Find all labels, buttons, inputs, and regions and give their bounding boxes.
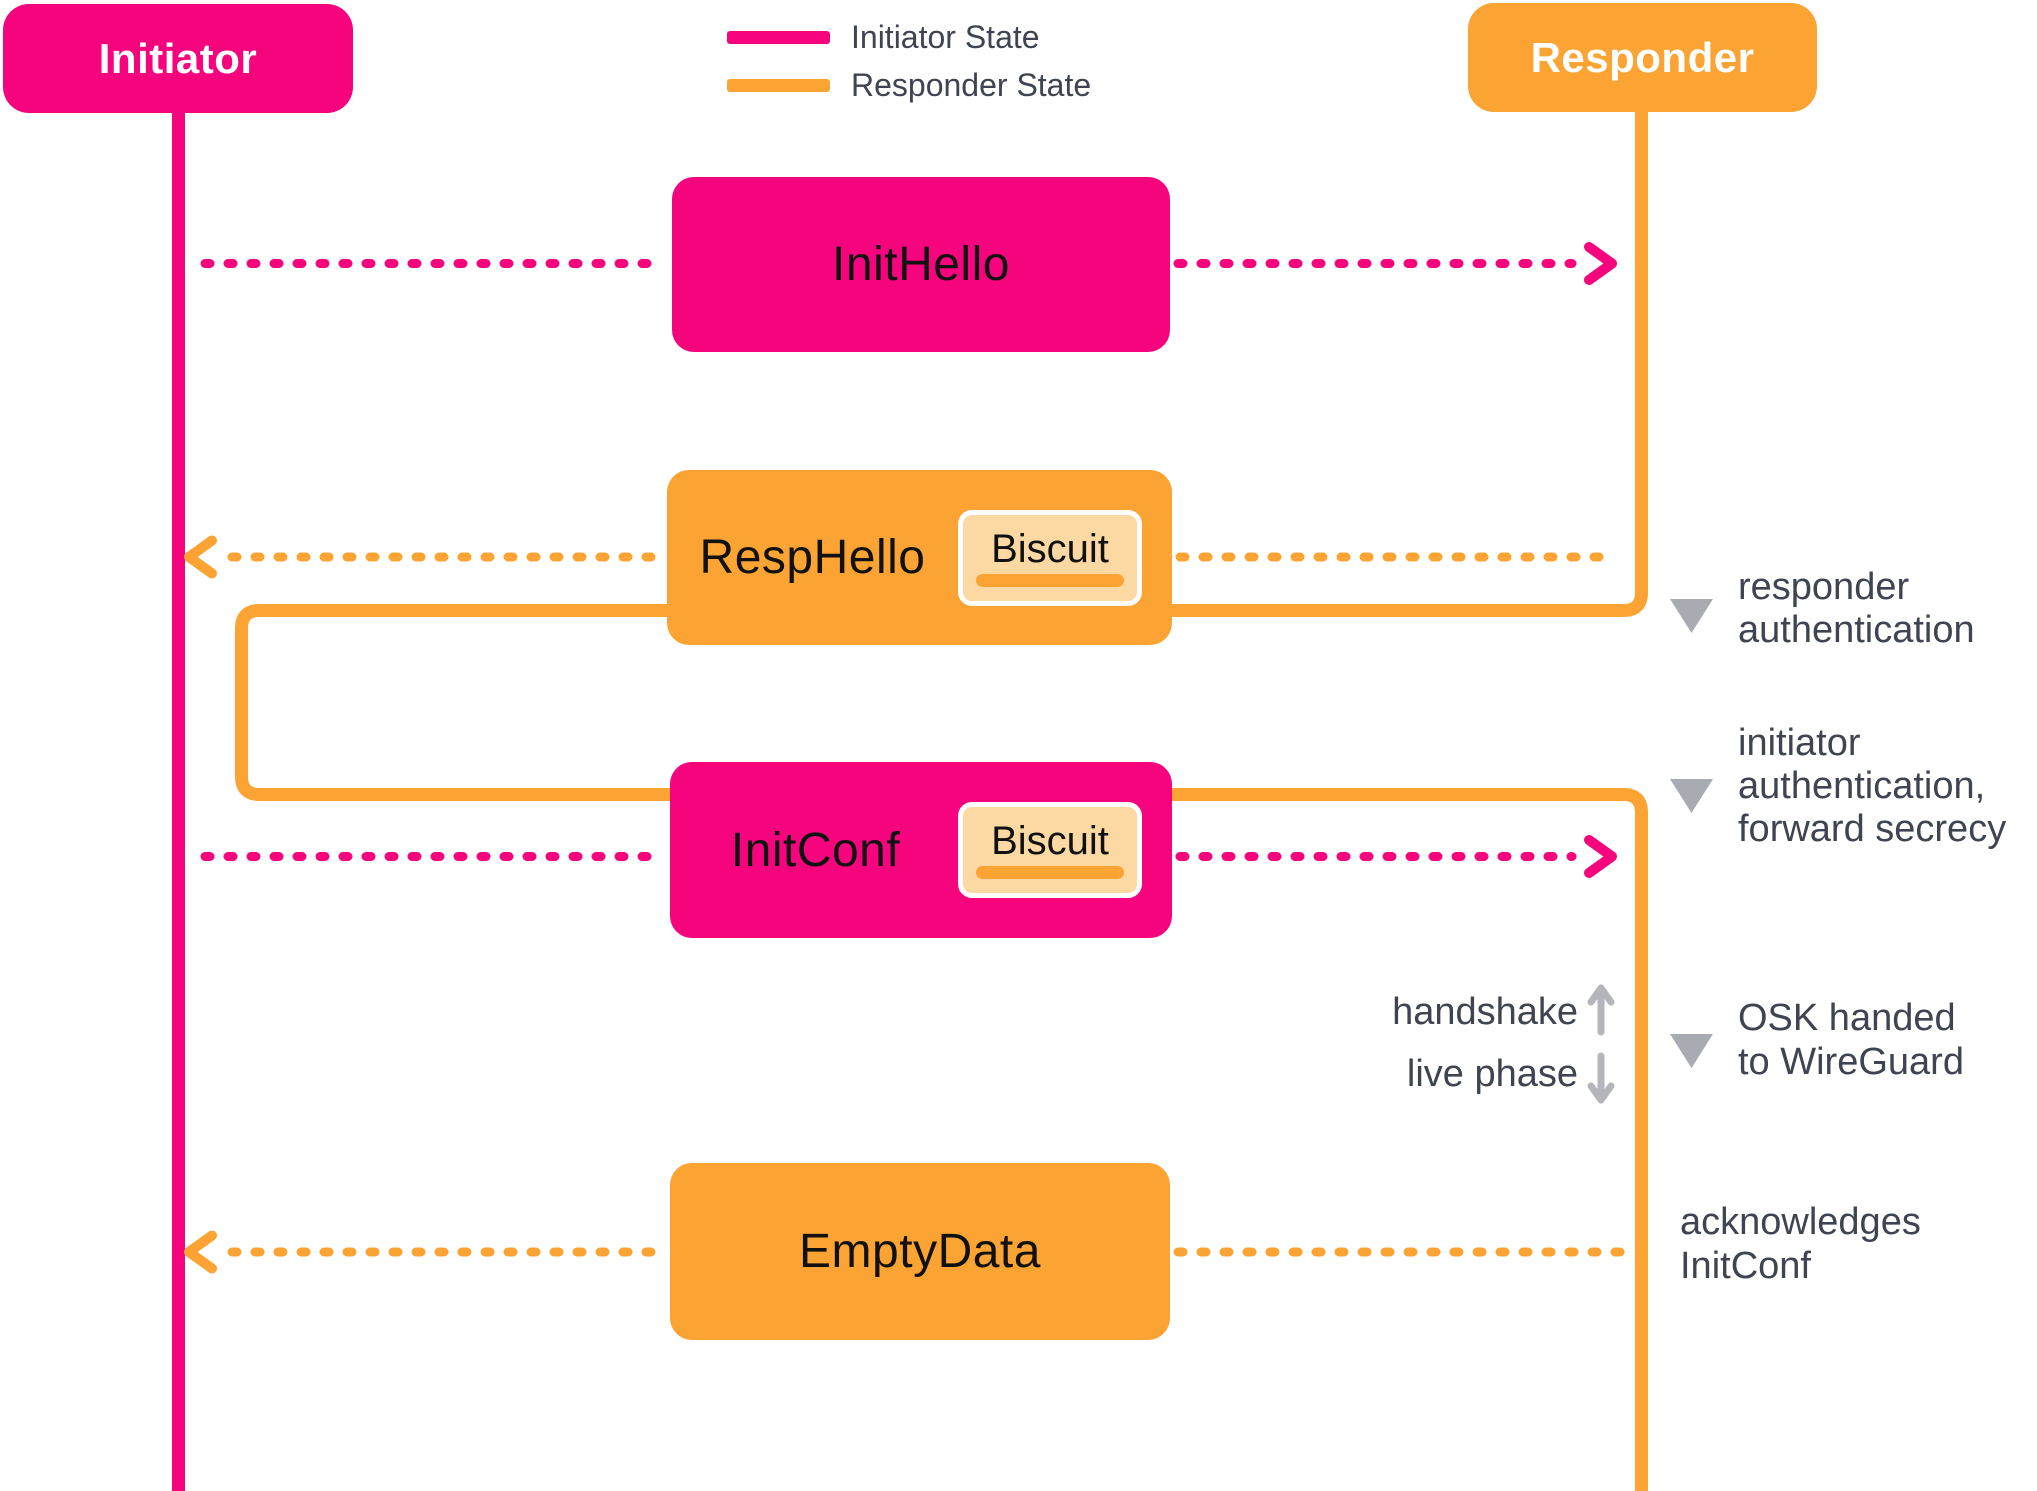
annotation-initiator-authentication: initiator authentication, forward secrec…: [1738, 722, 2006, 851]
annotation-line: to WireGuard: [1738, 1041, 1964, 1083]
annotation-acknowledges-initconf: acknowledges InitConf: [1680, 1200, 1921, 1288]
triangle-down-icon-initiator-auth: [1670, 779, 1713, 813]
annotation-line: InitConf: [1680, 1245, 1811, 1287]
responder-state-line: [235, 108, 1648, 1491]
initiator-actor-label: Initiator: [98, 34, 258, 82]
annotation-line: forward secrecy: [1738, 808, 2007, 850]
initiator-actor-box: Initiator: [3, 4, 353, 113]
resphello-arrowhead-icon: [184, 535, 217, 579]
initconf-arrowhead-icon: [1584, 835, 1617, 878]
message-label: InitConf: [730, 823, 901, 877]
biscuit-label: Biscuit: [991, 527, 1109, 571]
legend-label: Responder State: [851, 66, 1092, 103]
inithello-arrowhead-icon: [1584, 242, 1617, 285]
phase-label-live-phase: live phase: [1406, 1053, 1578, 1095]
phase-label-handshake: handshake: [1392, 991, 1578, 1033]
arrow-up-head-icon: [1587, 984, 1615, 1006]
biscuit-chip: Biscuit: [958, 510, 1142, 606]
legend-item-responder-state: Responder State: [727, 62, 1091, 108]
message-box-inithello: InitHello: [672, 177, 1170, 352]
legend-swatch-responder-state: [727, 78, 830, 92]
legend-item-initiator-state: Initiator State: [727, 14, 1040, 60]
triangle-down-icon-responder-auth: [1670, 599, 1713, 633]
annotation-osk-handed-to-wireguard: OSK handed to WireGuard: [1738, 996, 1964, 1084]
biscuit-underline-bar: [976, 574, 1124, 587]
legend-label: Initiator State: [851, 18, 1040, 55]
annotation-line: OSK handed: [1738, 997, 1956, 1039]
message-label: InitHello: [832, 238, 1010, 291]
message-label: EmptyData: [799, 1225, 1041, 1278]
annotation-line: responder: [1738, 566, 1910, 608]
annotation-responder-authentication: responder authentication: [1738, 566, 1975, 652]
responder-actor-box: Responder: [1468, 3, 1817, 112]
biscuit-label: Biscuit: [991, 819, 1109, 863]
annotation-line: authentication: [1738, 609, 1975, 651]
biscuit-chip: Biscuit: [958, 802, 1142, 898]
message-box-initconf: InitConf Biscuit: [670, 762, 1172, 938]
legend-swatch-initiator-state: [727, 30, 830, 44]
triangle-down-icon-osk: [1670, 1034, 1713, 1068]
annotation-line: initiator: [1738, 722, 1861, 764]
arrow-down-head-icon: [1587, 1082, 1615, 1104]
emptydata-arrowhead-icon: [184, 1230, 217, 1274]
initiator-lifeline: [172, 108, 185, 1491]
message-box-emptydata: EmptyData: [670, 1163, 1170, 1340]
responder-actor-label: Responder: [1530, 33, 1755, 81]
annotation-line: authentication,: [1738, 765, 1986, 807]
message-label: RespHello: [699, 531, 926, 584]
annotation-line: acknowledges: [1680, 1201, 1921, 1243]
message-box-resphello: RespHello Biscuit: [667, 470, 1172, 645]
biscuit-underline-bar: [976, 866, 1124, 879]
